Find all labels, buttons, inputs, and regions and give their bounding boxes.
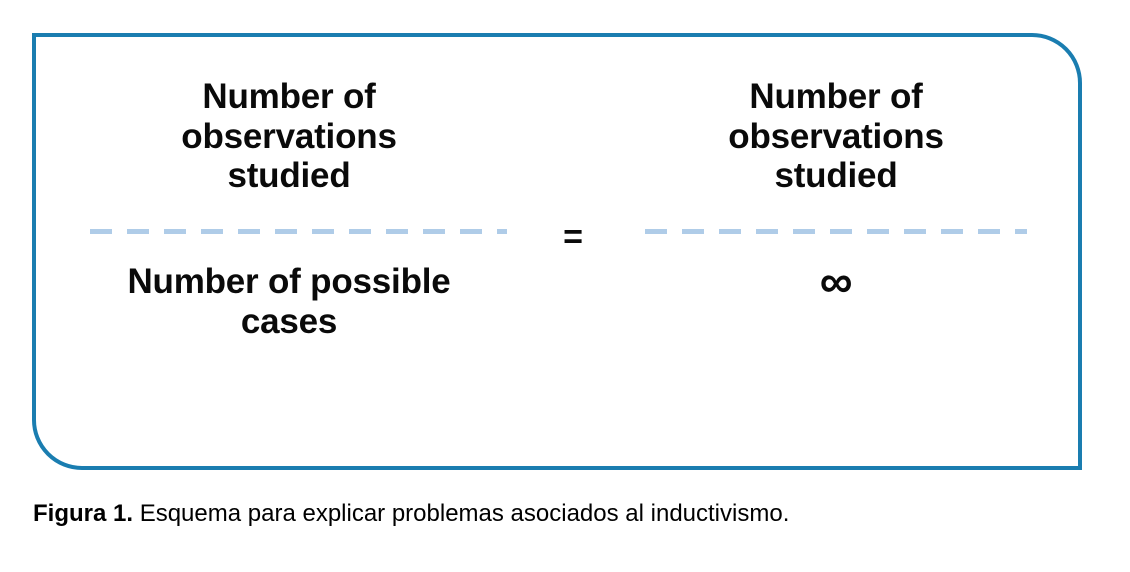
left-fraction-rule — [90, 229, 507, 234]
right-fraction-denominator-infinity: ∞ — [819, 255, 853, 307]
equals-sign: = — [563, 218, 583, 256]
figure-caption-text: Esquema para explicar problemas asociado… — [139, 500, 790, 527]
figure-caption-label: Figura 1. — [33, 500, 134, 527]
right-fraction-rule — [645, 229, 1027, 234]
figure-caption: Figura 1. Esquema para explicar problema… — [33, 499, 1093, 529]
